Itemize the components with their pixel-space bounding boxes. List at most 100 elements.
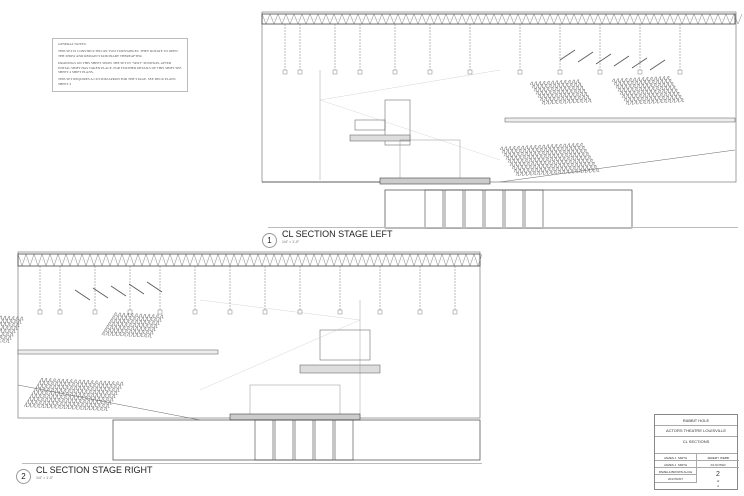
- seat: [63, 389, 68, 393]
- seat: [504, 146, 508, 150]
- drawn-by: JAMES J. SMITH: [655, 461, 697, 468]
- seat: [562, 143, 567, 148]
- lighting-fixture: [157, 309, 163, 315]
- light-pipe: [110, 285, 127, 297]
- set-room: [399, 139, 461, 181]
- seat: [672, 85, 677, 90]
- seat: [544, 84, 549, 88]
- seat: [585, 152, 590, 156]
- venue-name: ACTORS THEATRE LOUISVILLE: [665, 428, 727, 433]
- seat: [135, 333, 139, 337]
- seat: [42, 401, 47, 405]
- seat: [36, 391, 40, 395]
- seat: [659, 99, 664, 103]
- seat: [535, 161, 539, 165]
- seat: [111, 394, 116, 398]
- seat: [575, 143, 580, 147]
- seat: [676, 92, 681, 96]
- seat: [556, 90, 561, 94]
- drawing-scale-1: 1/4" = 1'-0": [282, 240, 300, 244]
- seat: [668, 92, 672, 96]
- seat: [24, 403, 28, 407]
- seat: [111, 322, 116, 326]
- seat: [541, 164, 545, 168]
- seat: [72, 396, 76, 400]
- seat: [61, 385, 65, 389]
- seat: [119, 381, 124, 386]
- seat: [103, 400, 108, 405]
- seat: [32, 390, 36, 395]
- seat: [619, 91, 624, 95]
- seat: [86, 393, 91, 397]
- seat: [84, 390, 89, 394]
- drawing-number-2: 2: [16, 469, 31, 484]
- seat: [70, 405, 74, 410]
- seat: [637, 77, 641, 81]
- seat: [584, 92, 588, 96]
- seat: [109, 319, 114, 323]
- seat: [113, 391, 118, 395]
- seat: [124, 329, 129, 333]
- seat: [50, 388, 55, 392]
- seat: [542, 81, 547, 85]
- seat: [628, 78, 633, 82]
- trap-bay: [294, 419, 314, 461]
- seat: [153, 317, 158, 322]
- stage-substructure: [384, 189, 633, 229]
- seat: [556, 97, 561, 101]
- seat: [44, 378, 48, 382]
- lighting-fixture: [597, 69, 603, 75]
- seat: [546, 87, 551, 91]
- seat: [522, 149, 527, 153]
- seat: [11, 329, 16, 333]
- seat: [101, 331, 106, 336]
- seat: [506, 149, 510, 154]
- seat: [9, 319, 14, 323]
- seat: [524, 152, 529, 156]
- seat: [577, 89, 582, 93]
- seat: [151, 314, 156, 318]
- seat: [579, 149, 584, 153]
- seat: [638, 94, 643, 98]
- seat: [552, 90, 557, 94]
- seat: [541, 144, 546, 149]
- seat: [549, 157, 554, 161]
- seat: [586, 95, 590, 99]
- seat: [53, 398, 57, 402]
- seat: [510, 156, 514, 160]
- seat: [48, 378, 53, 382]
- seat: [560, 167, 564, 171]
- seat: [28, 397, 32, 401]
- seat: [583, 162, 587, 166]
- seat: [636, 84, 641, 88]
- seat: [15, 323, 20, 327]
- seat: [634, 81, 639, 85]
- seat: [533, 145, 538, 149]
- seat: [115, 388, 120, 392]
- seat: [147, 334, 152, 338]
- seat: [1, 319, 5, 323]
- seat: [546, 100, 550, 105]
- seat: [624, 84, 628, 89]
- seat: [86, 386, 91, 391]
- seat: [42, 394, 47, 398]
- seat: [109, 391, 114, 395]
- seat: [68, 402, 72, 406]
- seat: [570, 169, 575, 174]
- seat: [611, 78, 616, 83]
- seat: [528, 171, 533, 176]
- seat: [143, 333, 148, 338]
- seat: [581, 159, 585, 163]
- seat: [550, 87, 555, 91]
- seat: [544, 91, 548, 95]
- seat: [554, 157, 558, 161]
- seat: [99, 387, 103, 391]
- seat: [141, 323, 145, 328]
- seat: [15, 316, 20, 320]
- seat: [647, 93, 651, 97]
- seat: [59, 402, 64, 406]
- seat: [632, 77, 637, 82]
- seat: [95, 400, 99, 404]
- seat: [558, 163, 562, 168]
